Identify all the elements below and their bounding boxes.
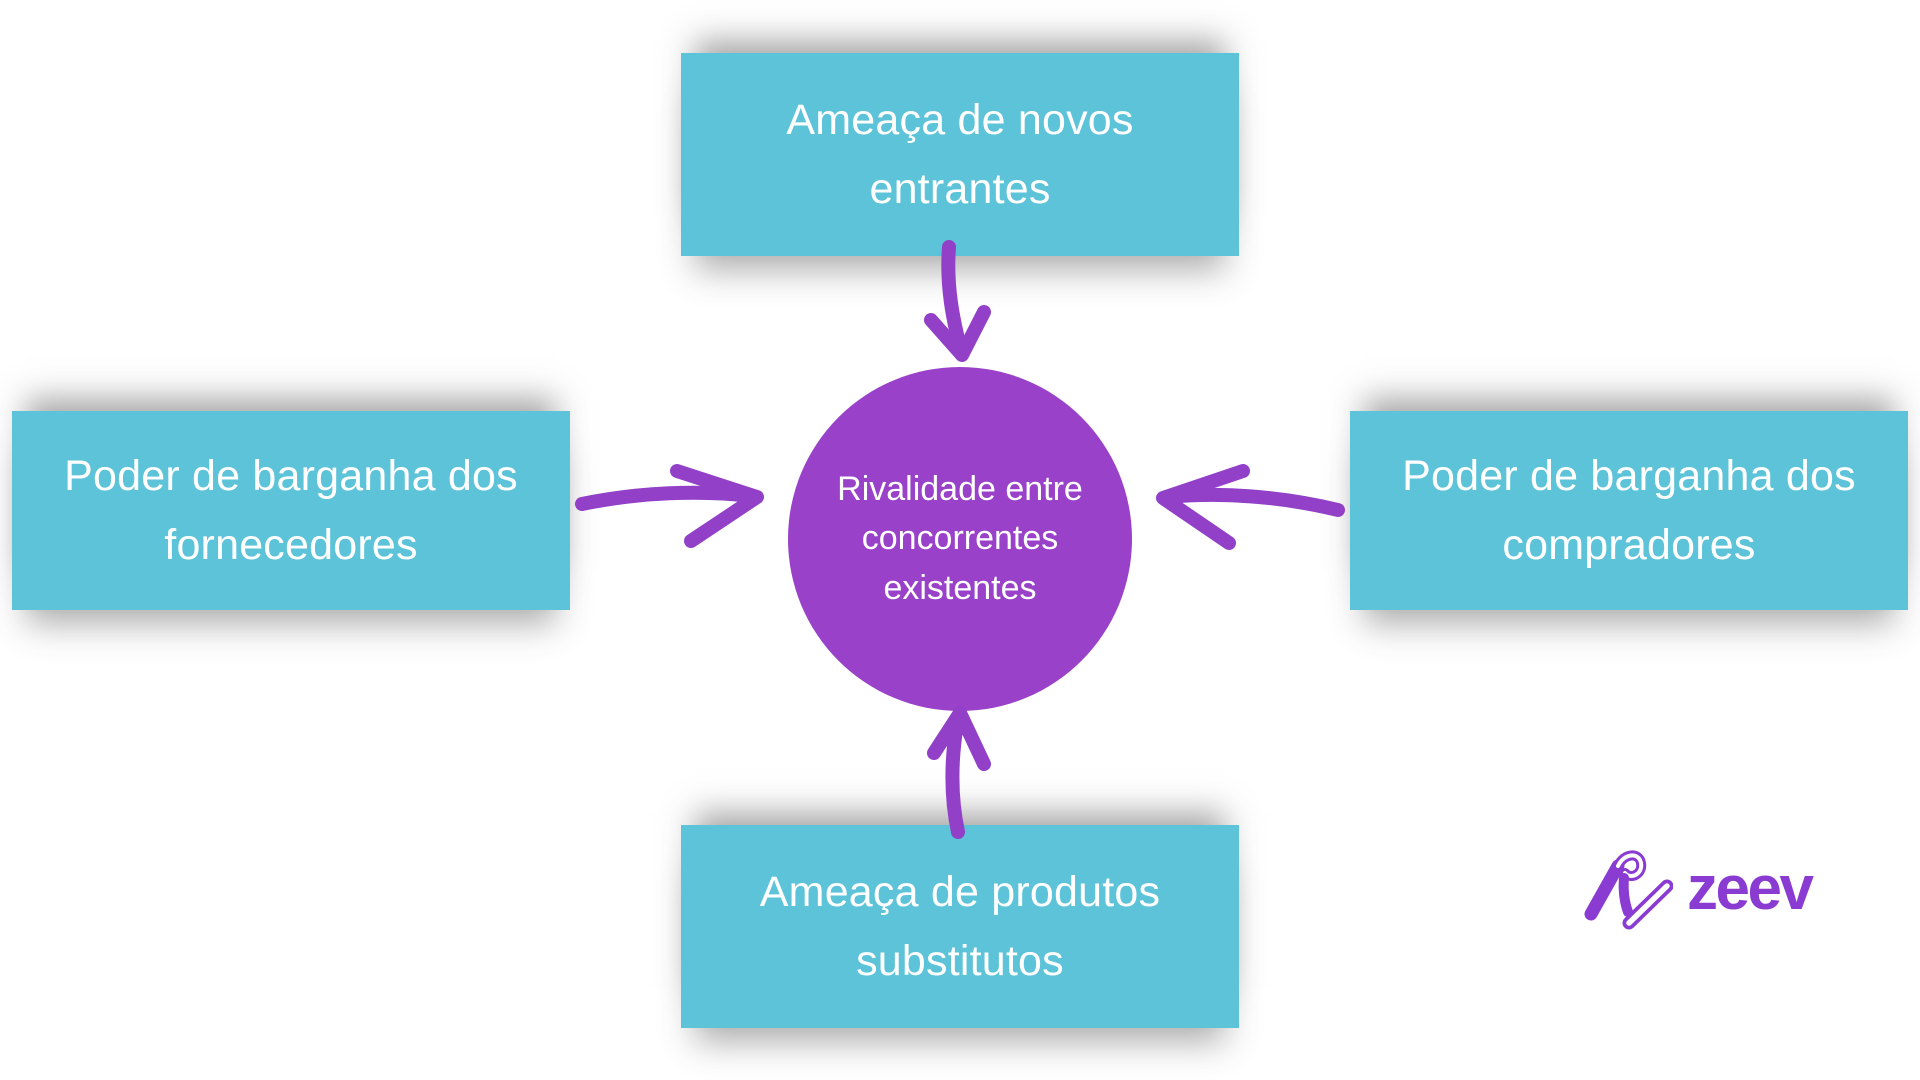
force-label-line: Ameaça de produtos bbox=[759, 867, 1161, 916]
force-box-supplier-bargaining-power: Poder de barganha dos fornecedores bbox=[12, 411, 570, 610]
arrow-down-icon bbox=[924, 240, 991, 362]
force-label-line: Poder de barganha dos bbox=[64, 451, 518, 500]
circle-label-line: Rivalidade entre bbox=[837, 470, 1083, 509]
force-box-substitute-products: Ameaça de produtos substitutos bbox=[681, 825, 1239, 1028]
force-box-threat-new-entrants: Ameaça de novos entrantes bbox=[681, 53, 1239, 256]
arrow-right-icon bbox=[575, 464, 764, 548]
arrow-up-icon bbox=[927, 706, 991, 839]
force-label-line: Ameaça de novos bbox=[786, 95, 1134, 144]
force-label-line: entrantes bbox=[869, 164, 1051, 213]
circle-label-line: concorrentes bbox=[861, 519, 1059, 558]
arrow-left-icon bbox=[1156, 464, 1345, 550]
force-label-line: Poder de barganha dos bbox=[1402, 451, 1856, 500]
zeev-wordmark: zeev bbox=[1687, 854, 1814, 923]
center-circle-rivalry: Rivalidade entre concorrentes existentes bbox=[788, 367, 1132, 711]
force-box-buyer-bargaining-power: Poder de barganha dos compradores bbox=[1350, 411, 1908, 610]
zeev-zigzag-mark-icon bbox=[1584, 850, 1673, 930]
circle-label-line: existentes bbox=[883, 568, 1037, 607]
zeev-logo: zeev bbox=[1578, 845, 1838, 937]
force-label-line: compradores bbox=[1502, 520, 1756, 569]
force-label-line: fornecedores bbox=[164, 520, 418, 569]
force-label-line: substitutos bbox=[856, 936, 1064, 985]
